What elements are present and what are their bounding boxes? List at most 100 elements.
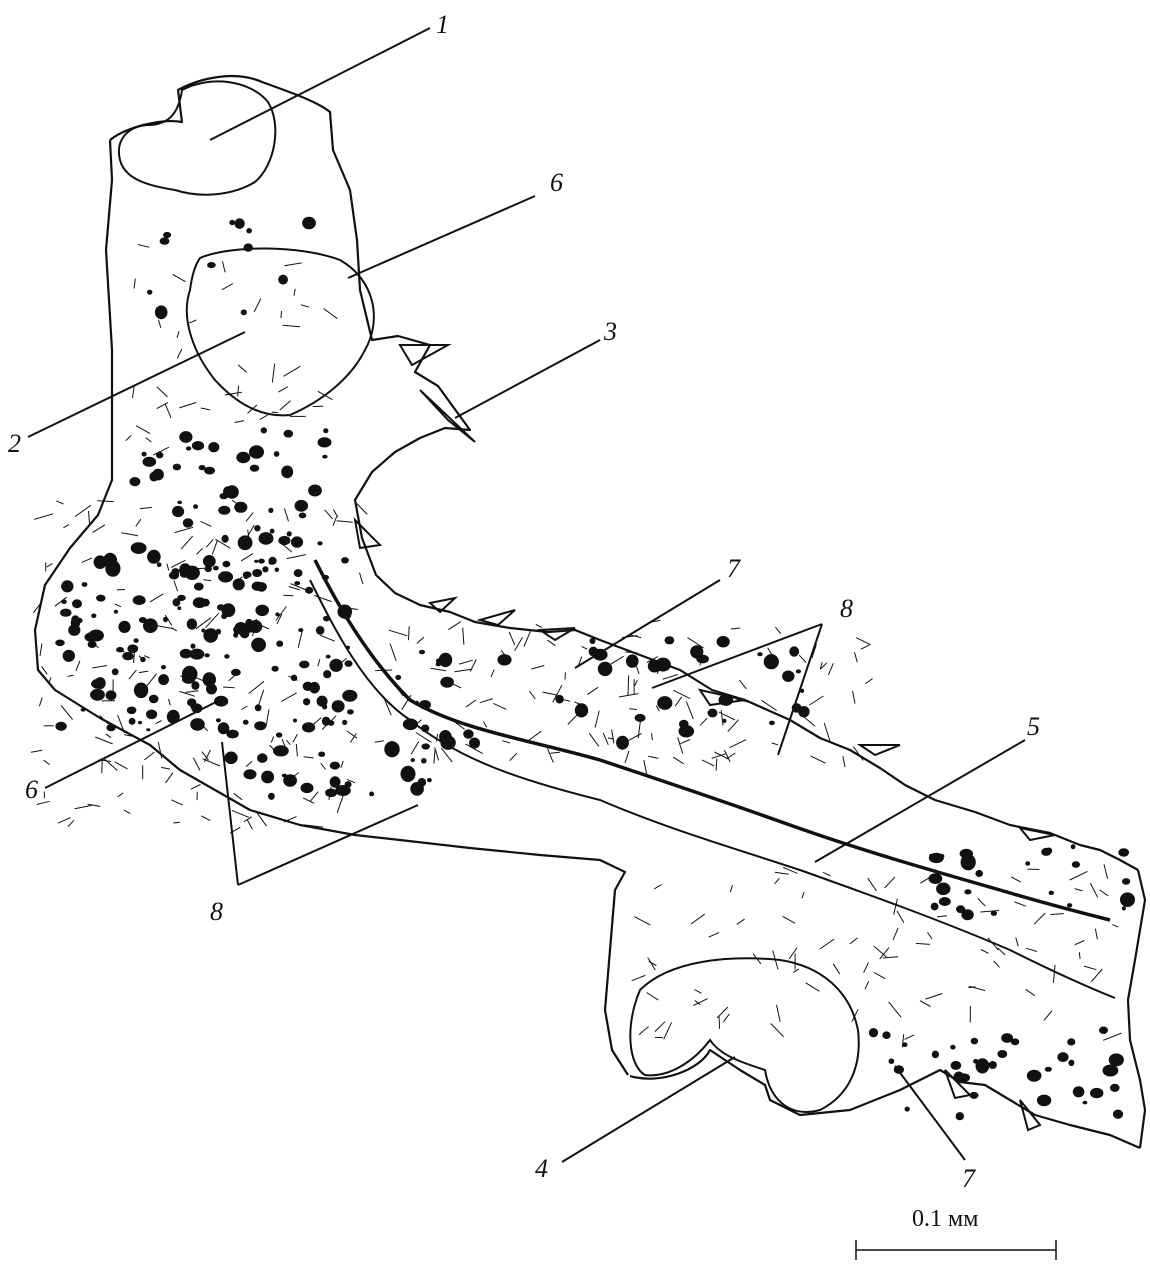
hatch-stroke — [283, 325, 300, 326]
label-7-upper: 7 — [727, 554, 741, 583]
hatch-stroke — [171, 628, 177, 631]
hatch-stroke — [121, 533, 138, 536]
stipple-dot — [226, 730, 238, 739]
hatch-stroke — [916, 943, 930, 944]
stipple-dot — [138, 721, 142, 724]
hatch-stroke — [655, 1022, 665, 1032]
hatch-stroke — [856, 638, 871, 645]
stipple-dot — [419, 650, 425, 654]
hatch-stroke — [529, 731, 542, 740]
hatch-stroke — [63, 525, 69, 528]
hatch-stroke — [625, 751, 629, 763]
stipple-dot — [696, 655, 709, 664]
hatch-stroke — [920, 1001, 931, 1007]
stipple-dot — [90, 689, 105, 701]
hatch-stroke — [1053, 965, 1055, 983]
hatch-stroke — [177, 349, 182, 358]
hatch-stroke — [284, 508, 288, 521]
stipple-dot — [204, 653, 209, 657]
stipple-dot — [332, 700, 345, 712]
hatch-stroke — [777, 1005, 781, 1022]
stipple-dot — [1072, 861, 1080, 868]
stipple-dot — [203, 628, 218, 642]
hatch-stroke — [730, 885, 732, 892]
hatch-stroke — [266, 710, 269, 727]
stipple-dot — [291, 536, 303, 547]
stipple-dot — [1099, 1027, 1108, 1034]
stipple-dot — [959, 1073, 970, 1082]
hatch-stroke — [730, 740, 747, 748]
stipple-dot — [318, 437, 332, 447]
hatch-stroke — [298, 632, 302, 648]
stipple-dot — [976, 1058, 990, 1073]
stipple-dot — [295, 500, 309, 512]
hatch-stroke — [531, 666, 544, 670]
stipple-dot — [278, 536, 290, 545]
leader-2 — [28, 332, 245, 437]
stipple-dot — [655, 658, 671, 672]
stipple-dot — [997, 1050, 1007, 1058]
hatch-stroke — [510, 753, 517, 760]
hatch-stroke — [249, 681, 264, 693]
hatch-stroke — [652, 733, 653, 740]
stipple-dot — [218, 506, 230, 515]
hatch-stroke — [686, 702, 693, 720]
hatch-stroke — [1075, 889, 1083, 891]
hatch-stroke — [1084, 966, 1096, 970]
stipple-dot — [665, 636, 675, 644]
hatch-stroke — [1075, 941, 1085, 945]
stipple-dot — [317, 541, 322, 545]
stipple-dot — [769, 721, 775, 726]
hatch-stroke — [1103, 1033, 1121, 1040]
stipple-dot — [114, 610, 118, 614]
hatch-stroke — [134, 279, 135, 289]
stipple-dot — [147, 290, 152, 295]
hatch-stroke — [144, 752, 154, 760]
hatch-stroke — [138, 245, 149, 248]
hatch-stroke — [34, 514, 53, 520]
hatch-stroke — [68, 820, 74, 827]
stipple-dot — [1113, 1110, 1123, 1119]
hatch-stroke — [104, 758, 118, 770]
hatch-stroke — [106, 734, 111, 738]
hatch-stroke — [133, 386, 135, 398]
stipple-dot — [147, 550, 161, 564]
spines — [355, 345, 1055, 1130]
hatch-stroke — [124, 810, 130, 814]
label-8-right: 8 — [840, 594, 853, 623]
hatch-stroke — [150, 594, 164, 602]
hatch-stroke — [157, 387, 168, 397]
stipple-dot — [293, 719, 297, 723]
hatch-stroke — [626, 733, 641, 741]
hatch-stroke — [833, 964, 840, 974]
stipple-dot — [255, 605, 269, 616]
hatch-stroke — [197, 548, 203, 554]
hatch-stroke — [775, 627, 780, 634]
hatch-stroke — [129, 670, 137, 679]
hatch-stroke — [390, 644, 396, 661]
hatch-stroke — [588, 687, 599, 694]
hatch-stroke — [515, 637, 523, 650]
stipple-dot — [1122, 906, 1126, 910]
leader-8-left-b — [238, 805, 418, 885]
stipple-dot — [283, 774, 297, 787]
stipple-dot — [173, 598, 181, 606]
hatch-stroke — [320, 635, 335, 641]
stipple-dot — [155, 305, 168, 319]
hatch-stroke — [865, 981, 869, 989]
stipple-dot — [180, 571, 189, 578]
stipple-dot — [146, 710, 157, 720]
stipple-dot — [1103, 1065, 1119, 1077]
hatch-stroke — [61, 706, 73, 720]
hatch-stroke — [375, 670, 392, 671]
hatch-stroke — [89, 511, 90, 523]
hatch-stroke — [431, 668, 446, 670]
hatch-stroke — [136, 519, 141, 526]
stipple-dot — [222, 535, 229, 543]
stipple-dot — [341, 557, 349, 563]
stipple-dot — [55, 640, 65, 647]
hatch-stroke — [283, 595, 293, 596]
hatch-stroke — [179, 403, 196, 408]
hatch-stroke — [850, 938, 858, 944]
hatch-stroke — [337, 521, 353, 523]
